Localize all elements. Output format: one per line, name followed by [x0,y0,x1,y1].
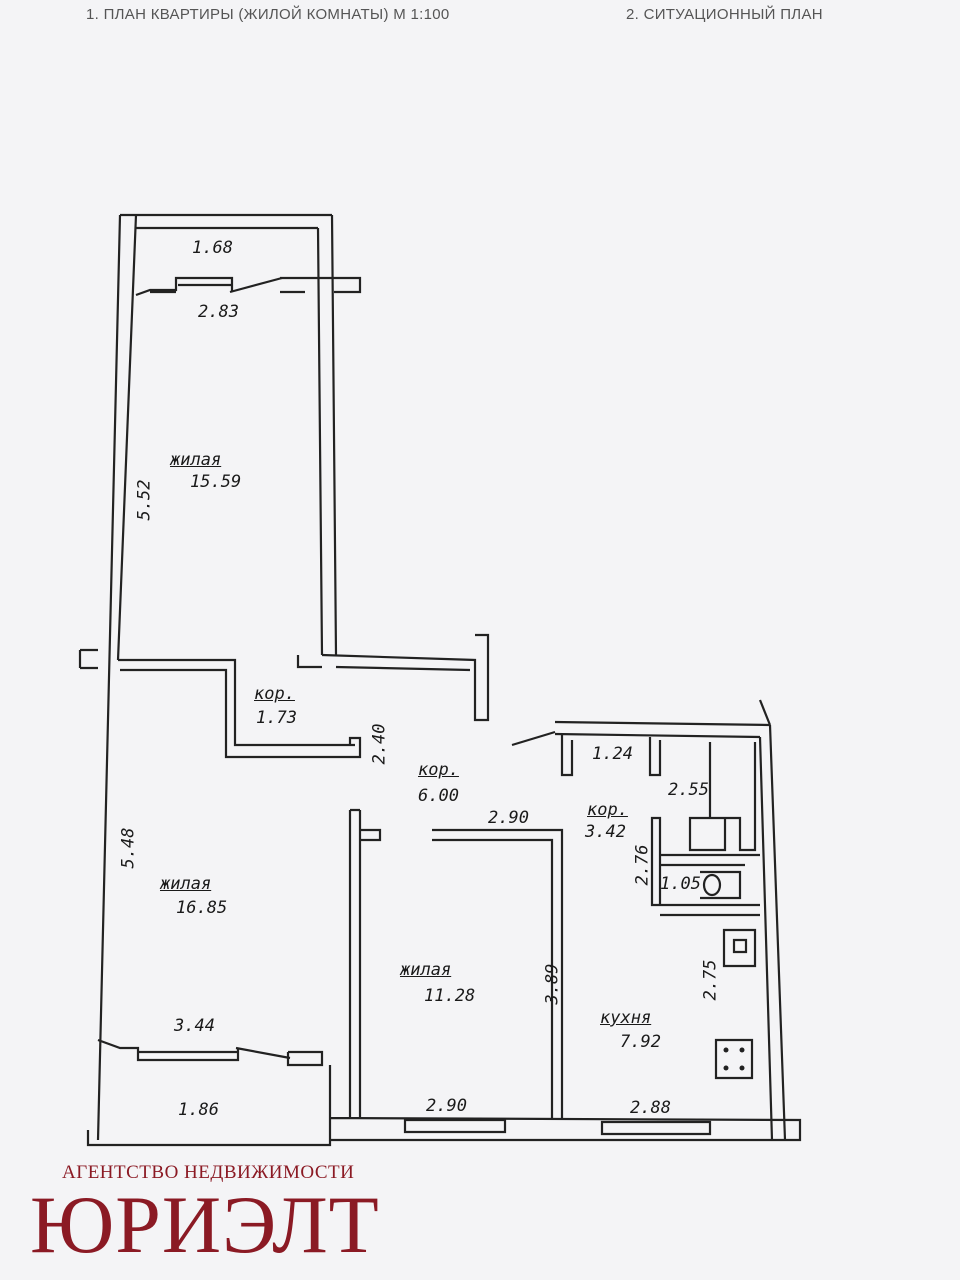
sink-kitchen [722,928,757,968]
dim-living2-length: 5.48 [118,827,139,869]
balcony-top-door [229,276,283,294]
wall-corridor-left [118,658,362,759]
dim-living3-length: 3.89 [542,963,563,1005]
room-corridor-main-area: 6.00 [418,786,459,806]
room-living3-name: жилая [400,960,452,980]
balcony-bottom [86,1065,802,1147]
room-bath-area: 2.55 [668,780,709,800]
window-bottom [403,1118,712,1136]
wall-left-stub [78,648,98,670]
stove [714,1038,754,1080]
wall-upper-north [120,213,332,230]
room-corridor-bath-area: 3.42 [585,822,626,842]
wall-bath-inner [688,742,757,852]
wall-corridor-step [296,655,322,669]
room-kitchen-name: кухня [600,1008,652,1028]
room-corridor-bath-name: кор. [587,800,628,820]
wall-living3-top [432,828,564,1118]
room-corridor-small-area: 1.73 [256,708,297,728]
dim-living2-width: 3.44 [174,1016,215,1036]
wall-living2-bottom [97,1038,324,1067]
dim-bath-corridor-length: 2.76 [632,844,653,886]
room-wc-area: 1.05 [660,874,701,894]
dim-corridor-width: 2.40 [369,723,390,765]
stove-burners [723,1047,745,1071]
balcony-top-wall [135,276,362,297]
room-living3-area: 11.28 [424,986,476,1006]
agency-subtitle: АГЕНТСТВО НЕДВИЖИМОСТИ [62,1162,355,1183]
wall-living3-left [348,808,382,1118]
door-corridor [511,730,556,747]
wall-upper-west [96,214,138,1141]
room-living2-area: 16.85 [176,898,228,918]
door-living2 [235,1046,291,1060]
dim-living1-length: 5.52 [134,479,155,521]
agency-logo-name: ЮРИЭЛТ [30,1179,380,1270]
room-living1-area: 15.59 [190,472,242,492]
wall-corridor-north [321,633,490,722]
dim-living1-width: 2.83 [198,302,239,322]
dim-kitchen-length: 2.75 [700,959,721,1001]
wall-east [758,699,787,1141]
room-kitchen-area: 7.92 [620,1032,661,1052]
dim-living3-top: 2.90 [488,808,529,828]
room-living2-name: жилая [160,874,212,894]
wall-bath-stubs [560,734,662,777]
room-living1-name: жилая [170,450,222,470]
plan-title: 1. ПЛАН КВАРТИРЫ (ЖИЛОЙ КОМНАТЫ) М 1:100 [86,6,450,23]
wall-upper-east [316,214,338,656]
room-corridor-main-name: кор. [418,760,459,780]
wall-wc [650,816,760,917]
dim-living3-bottom: 2.90 [426,1096,467,1116]
dim-balcony-top: 1.68 [192,238,233,258]
toilet [700,870,742,900]
situation-plan-title: 2. СИТУАЦИОННЫЙ ПЛАН [626,6,823,23]
dim-kitchen-width: 2.88 [630,1098,671,1118]
room-storage-area: 1.24 [592,744,633,764]
dim-balcony-bottom: 1.86 [178,1100,219,1120]
wall-bath-north [554,720,771,739]
room-corridor-small-name: кор. [254,684,295,704]
